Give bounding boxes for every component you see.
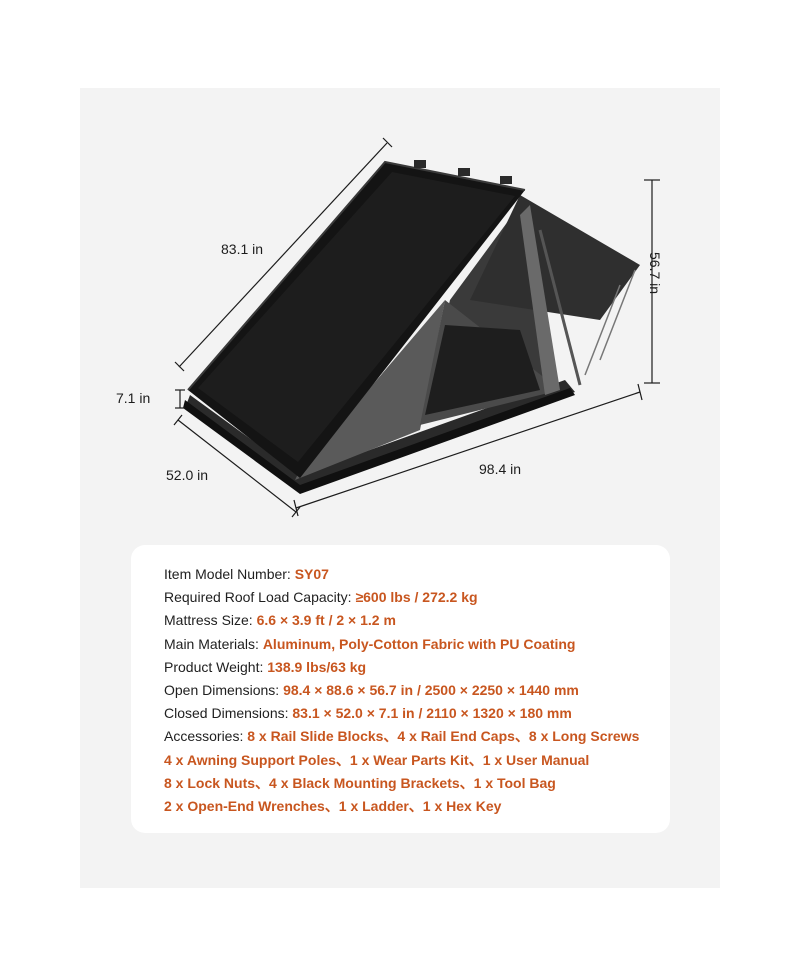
spec-key: Open Dimensions: — [164, 682, 280, 699]
height-dimension-label: 56.7 in — [647, 252, 663, 295]
spec-row-materials: Main Materials: Aluminum, Poly-Cotton Fa… — [164, 633, 639, 656]
spec-value: ≥600 lbs / 272.2 kg — [355, 589, 478, 606]
spec-row-accessories-cont: 8 x Lock Nuts、4 x Black Mounting Bracket… — [164, 772, 639, 795]
open-length-dimension-label: 98.4 in — [479, 461, 522, 477]
spec-row-open-dimensions: Open Dimensions: 98.4 × 88.6 × 56.7 in /… — [164, 679, 639, 702]
spec-value: SY07 — [294, 566, 329, 582]
spec-value: 2 x Open-End Wrenches、1 x Ladder、1 x Hex… — [164, 798, 502, 815]
spec-key: Required Roof Load Capacity: — [164, 589, 352, 606]
spec-key: Product Weight: — [164, 658, 264, 675]
spec-value: 4 x Awning Support Poles、1 x Wear Parts … — [164, 751, 590, 768]
spec-row-mattress: Mattress Size: 6.6 × 3.9 ft / 2 × 1.2 m — [164, 609, 639, 632]
spec-row-model: Item Model Number: SY07 — [164, 563, 639, 586]
spec-value: Aluminum, Poly-Cotton Fabric with PU Coa… — [262, 635, 576, 652]
spec-key: Item Model Number: — [164, 566, 291, 582]
spec-key: Accessories: — [164, 728, 244, 745]
spec-list: Item Model Number: SY07 Required Roof Lo… — [164, 563, 639, 818]
spec-row-closed-dimensions: Closed Dimensions: 83.1 × 52.0 × 7.1 in … — [164, 702, 639, 725]
thickness-dimension-label: 7.1 in — [116, 390, 151, 406]
spec-row-weight: Product Weight: 138.9 lbs/63 kg — [164, 656, 639, 679]
spec-value: 98.4 × 88.6 × 56.7 in / 2500 × 2250 × 14… — [283, 682, 579, 699]
spec-row-load-capacity: Required Roof Load Capacity: ≥600 lbs / … — [164, 586, 639, 609]
spec-value: 83.1 × 52.0 × 7.1 in / 2110 × 1320 × 180… — [292, 705, 572, 722]
spec-key: Closed Dimensions: — [164, 705, 289, 722]
spec-row-accessories: Accessories: 8 x Rail Slide Blocks、4 x R… — [164, 725, 639, 748]
spec-key: Mattress Size: — [164, 612, 253, 629]
spec-card — [131, 545, 670, 833]
width-dimension-label: 52.0 in — [166, 467, 209, 483]
rooftop-tent-illustration — [173, 137, 660, 518]
length-dimension-label: 83.1 in — [221, 241, 264, 257]
spec-value: 8 x Lock Nuts、4 x Black Mounting Bracket… — [164, 774, 556, 791]
spec-value: 8 x Rail Slide Blocks、4 x Rail End Caps、… — [247, 728, 640, 745]
spec-row-accessories-cont: 2 x Open-End Wrenches、1 x Ladder、1 x Hex… — [164, 795, 639, 818]
spec-value: 6.6 × 3.9 ft / 2 × 1.2 m — [256, 612, 396, 629]
spec-row-accessories-cont: 4 x Awning Support Poles、1 x Wear Parts … — [164, 749, 639, 772]
spec-value: 138.9 lbs/63 kg — [267, 658, 367, 675]
spec-key: Main Materials: — [164, 635, 259, 652]
